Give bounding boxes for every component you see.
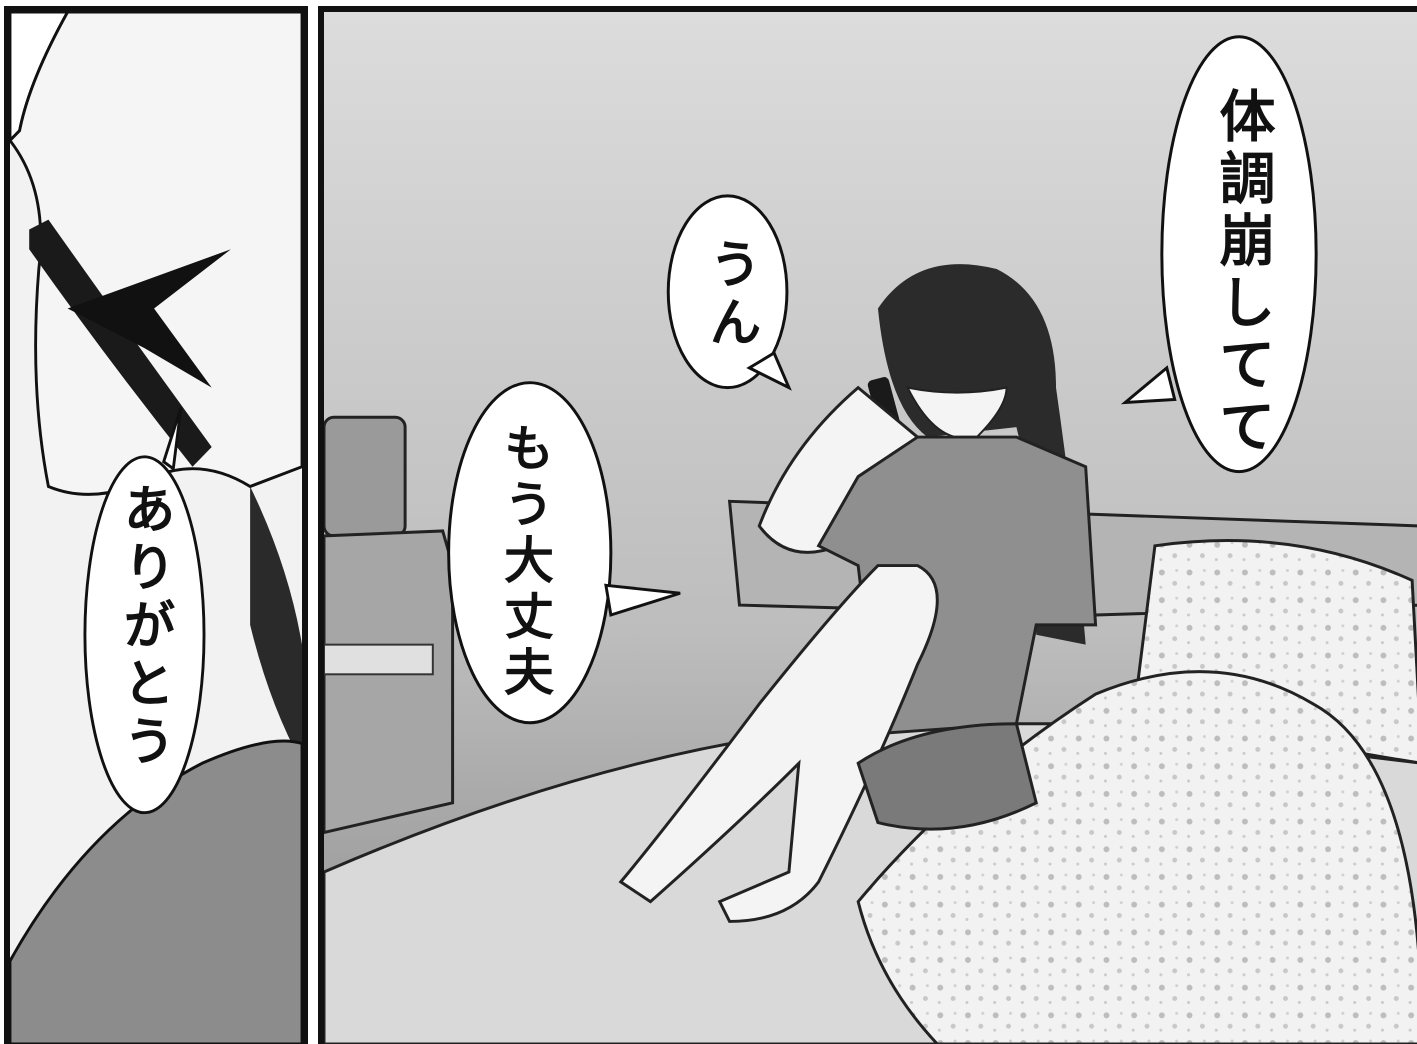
character-face xyxy=(905,386,1008,440)
speech-bubble-shape-middle xyxy=(666,194,789,390)
character-shorts xyxy=(856,722,1038,831)
character-shoulder xyxy=(10,739,302,1044)
character-legs xyxy=(618,564,939,923)
speech-bubble-tail xyxy=(161,406,183,472)
speech-bubble-taichou-kuzushitete: 体調崩してて xyxy=(1210,87,1275,459)
speech-bubble-un: うん xyxy=(700,237,760,353)
speech-bubble-arigatou: ありがとう xyxy=(114,482,174,772)
panel-left-artwork xyxy=(10,12,302,1044)
phone-icon xyxy=(29,219,212,467)
speech-bubble-shape-left xyxy=(447,381,613,725)
speech-bubble-tail-top-right xyxy=(1120,365,1177,405)
panel-right-artwork xyxy=(324,12,1417,1044)
manga-panel-right: 体調崩してて うん もう大丈夫 xyxy=(318,6,1417,1044)
school-bag xyxy=(324,415,407,538)
phone-voice-burst xyxy=(67,249,231,388)
nightstand xyxy=(324,529,455,834)
speech-bubble-shape xyxy=(83,455,206,815)
nightstand-books xyxy=(324,643,434,676)
speech-bubble-tail-left xyxy=(604,583,681,617)
manga-panel-left: ありがとう xyxy=(4,6,308,1044)
speech-bubble-shape-top-right xyxy=(1160,35,1318,474)
character-hair xyxy=(250,486,302,764)
speech-bubble-tail-middle xyxy=(746,350,792,391)
speech-bubble-mou-daijoubu: もう大丈夫 xyxy=(496,422,554,702)
